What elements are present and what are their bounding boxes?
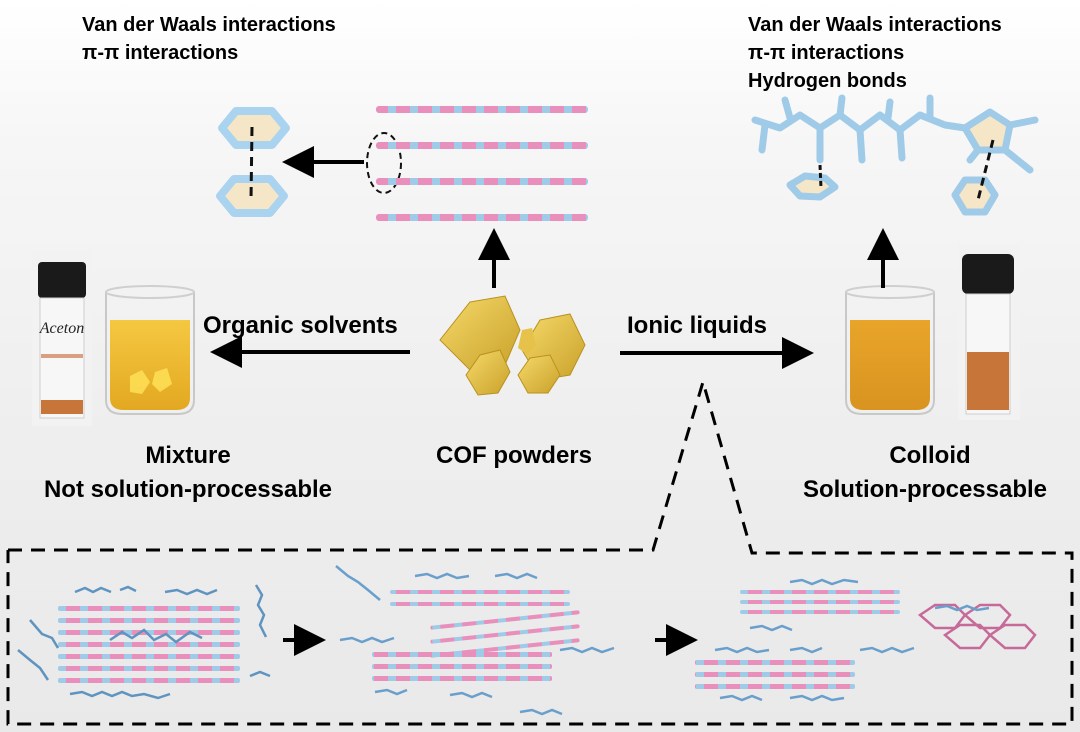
mixture-beaker — [105, 285, 195, 415]
cof-layers — [376, 106, 588, 221]
zoom-callout — [6, 376, 1074, 726]
acetone-vial: Aceton — [32, 250, 92, 426]
cof-crystals — [439, 295, 586, 396]
mixture-label: Mixture — [145, 442, 231, 469]
highlight-ellipse — [366, 132, 402, 194]
stage2-swelling-cof — [335, 565, 615, 716]
stage1-stacked-cof — [17, 584, 271, 700]
cof-powders-label: COF powders — [435, 442, 592, 469]
right-interaction-vdw: Van der Waals interactions — [748, 14, 1002, 36]
benzene-stack-left — [216, 107, 290, 217]
left-interaction-vdw: Van der Waals interactions — [82, 14, 336, 36]
stage3-exfoliated-cof — [695, 578, 1037, 702]
organic-solvents-label: Organic solvents — [203, 312, 398, 339]
colloid-beaker — [845, 285, 935, 415]
ionic-liquids-label: Ionic liquids — [627, 312, 768, 339]
left-interaction-pi: π-π interactions — [82, 42, 239, 64]
vial-handwritten-label: Aceton — [39, 320, 84, 337]
right-interaction-hbond: Hydrogen bonds — [748, 70, 907, 92]
not-processable-label: Not solution-processable — [43, 476, 333, 503]
right-interaction-pi: π-π interactions — [748, 42, 905, 64]
processable-label: Solution-processable — [802, 476, 1048, 503]
ionic-liquid-molecule — [751, 94, 1039, 216]
colloid-vial — [958, 244, 1020, 420]
colloid-label: Colloid — [889, 442, 971, 469]
